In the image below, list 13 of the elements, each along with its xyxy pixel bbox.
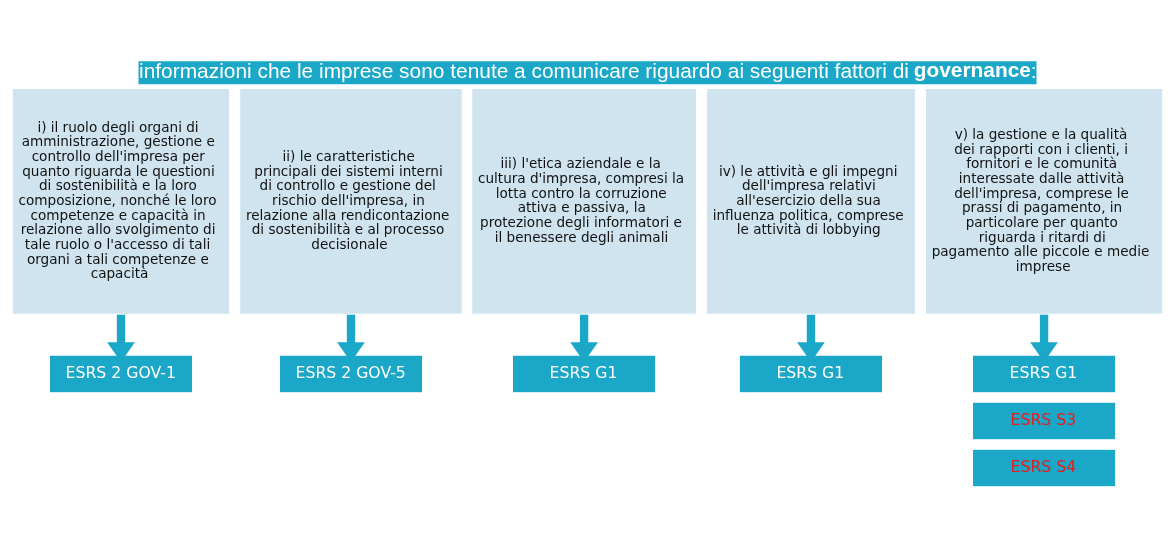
node-box: ESRS S3 bbox=[971, 401, 1117, 440]
node-box: ESRS 2 GOV-1 bbox=[48, 354, 194, 393]
diagram-title: informazioni che le imprese sono tenute a comunicare riguardo ai seguenti fattori di governance: bbox=[139, 57, 1037, 82]
node-box: iv) le attività e gli impegni dell'impresa relativi all'esercizio della sua influenza politica, comprese le attività di lobbying bbox=[705, 87, 916, 315]
node-box: i) il ruolo degli organi di amministrazione, gestione e controllo dell'impresa per quanto riguarda le questioni di sostenibilità e la loro composizione, nonché le loro competenze e capacità in relazione allo svolgimento di tale ruolo o l'accesso di tali organi a tali competenze e capacità bbox=[11, 87, 231, 315]
node-box: ESRS S4 bbox=[971, 448, 1117, 487]
node-box: ii) le caratteristiche principali dei sistemi interni di controllo e gestione del rischio dell'impresa, in relazione alla rendicontazione di sostenibilità e al processo decisionale bbox=[239, 87, 463, 315]
node-box: iii) l'etica aziendale e la cultura d'impresa, compresi la lotta contro la corruzione attiva e passiva, la protezione degli informatori e il benessere degli animali bbox=[471, 87, 697, 315]
node-box: ESRS G1 bbox=[738, 354, 884, 393]
node-box: v) la gestione e la qualità dei rapporti con i clienti, i fornitori e le comunità interessate dalle attività dell'impresa, comprese le prassi di pagamento, in particolare per quanto riguarda i ritardi di pagamento alle piccole e medie imprese bbox=[924, 87, 1164, 315]
node-box: ESRS 2 GOV-5 bbox=[278, 354, 424, 393]
node-box: ESRS G1 bbox=[511, 354, 657, 393]
node-box: ESRS G1 bbox=[971, 354, 1117, 393]
